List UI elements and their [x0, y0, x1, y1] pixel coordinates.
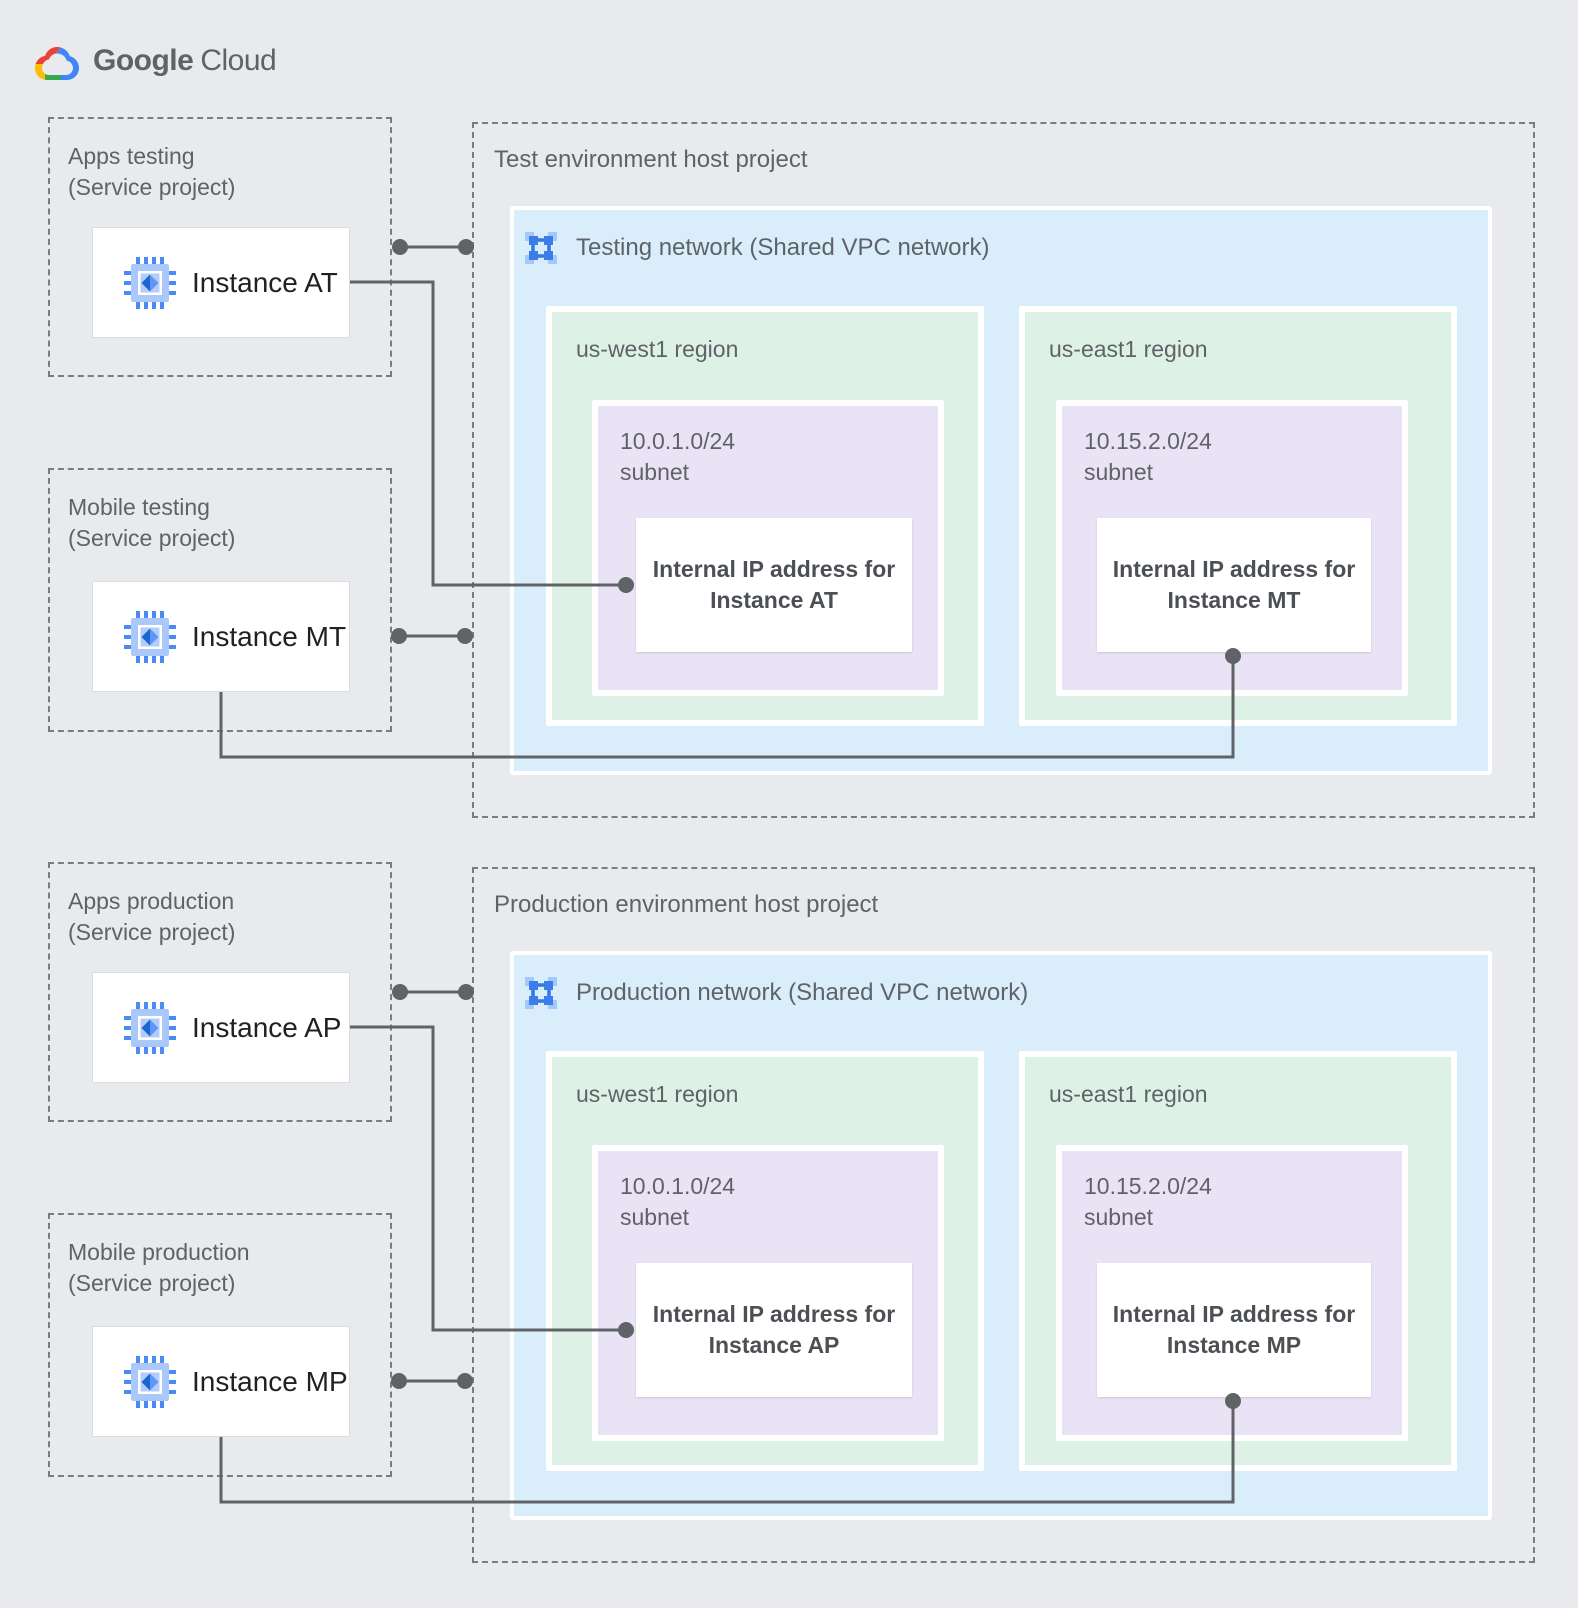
subnet-label: 10.0.1.0/24 subnet: [620, 426, 735, 488]
internal-ip-card: Internal IP address for Instance AT: [636, 518, 912, 652]
region-label: us-east1 region: [1049, 336, 1208, 362]
instance-card-mp: Instance MP: [92, 1326, 350, 1437]
service-project-qualifier: (Service project): [68, 1270, 236, 1296]
service-project-name: Mobile testing: [68, 494, 210, 520]
instance-label: Instance MP: [192, 1365, 348, 1397]
compute-engine-icon: [124, 610, 176, 663]
instance-label: Instance MT: [192, 620, 347, 652]
compute-engine-icon: [124, 1355, 176, 1408]
subnet-word: subnet: [620, 459, 690, 485]
vpc-network-icon: [524, 976, 558, 1010]
service-project-qualifier: (Service project): [68, 919, 236, 945]
vpc-network-icon: [524, 231, 558, 265]
compute-engine-icon: [124, 1001, 176, 1054]
compute-engine-icon: [124, 256, 176, 309]
service-project-name: Apps testing: [68, 143, 195, 169]
subnet-word: subnet: [1084, 459, 1154, 485]
production-environment-section: Apps production (Service project) Instan…: [0, 745, 1578, 1565]
logo-product: Cloud: [200, 44, 277, 77]
service-project-title: Apps production (Service project): [68, 886, 368, 948]
subnet-cidr: 10.0.1.0/24: [620, 1173, 736, 1199]
instance-label: Instance AT: [192, 266, 338, 298]
region-label: us-west1 region: [576, 336, 739, 362]
subnet-label: 10.15.2.0/24 subnet: [1084, 426, 1212, 488]
network-header: Production network (Shared VPC network): [524, 973, 1028, 1013]
service-project-qualifier: (Service project): [68, 174, 236, 200]
subnet-word: subnet: [620, 1204, 690, 1230]
subnet-label: 10.15.2.0/24 subnet: [1084, 1171, 1212, 1233]
host-project-title: Test environment host project: [494, 146, 808, 173]
host-project-title: Production environment host project: [494, 891, 879, 918]
network-label: Testing network (Shared VPC network): [576, 234, 990, 261]
subnet-cidr: 10.15.2.0/24: [1084, 428, 1212, 454]
internal-ip-label: Internal IP address for Instance MT: [1112, 556, 1356, 613]
internal-ip-label: Internal IP address for Instance AT: [652, 556, 896, 613]
region-label: us-west1 region: [576, 1081, 739, 1107]
internal-ip-card: Internal IP address for Instance MT: [1097, 518, 1371, 652]
internal-ip-label: Internal IP address for Instance MP: [1112, 1301, 1356, 1358]
logo-brand: Google: [93, 44, 194, 77]
service-project-name: Apps production: [68, 888, 235, 914]
internal-ip-card: Internal IP address for Instance AP: [636, 1263, 912, 1397]
instance-label: Instance AP: [192, 1011, 342, 1043]
service-project-title: Mobile testing (Service project): [68, 492, 368, 554]
subnet-cidr: 10.15.2.0/24: [1084, 1173, 1212, 1199]
subnet-cidr: 10.0.1.0/24: [620, 428, 736, 454]
subnet-label: 10.0.1.0/24 subnet: [620, 1171, 735, 1233]
internal-ip-label: Internal IP address for Instance AP: [652, 1301, 896, 1358]
test-environment-section: Apps testing (Service project) Instance …: [48, 117, 1535, 818]
service-project-title: Apps testing (Service project): [68, 141, 368, 203]
subnet-word: subnet: [1084, 1204, 1154, 1230]
internal-ip-card: Internal IP address for Instance MP: [1097, 1263, 1371, 1397]
service-project-qualifier: (Service project): [68, 525, 236, 551]
instance-card-ap: Instance AP: [92, 972, 350, 1083]
instance-card-at: Instance AT: [92, 227, 350, 338]
network-header: Testing network (Shared VPC network): [524, 228, 990, 268]
instance-card-mt: Instance MT: [92, 581, 350, 692]
service-project-name: Mobile production: [68, 1239, 250, 1265]
network-label: Production network (Shared VPC network): [576, 979, 1029, 1006]
region-label: us-east1 region: [1049, 1081, 1208, 1107]
service-project-title: Mobile production (Service project): [68, 1237, 368, 1299]
